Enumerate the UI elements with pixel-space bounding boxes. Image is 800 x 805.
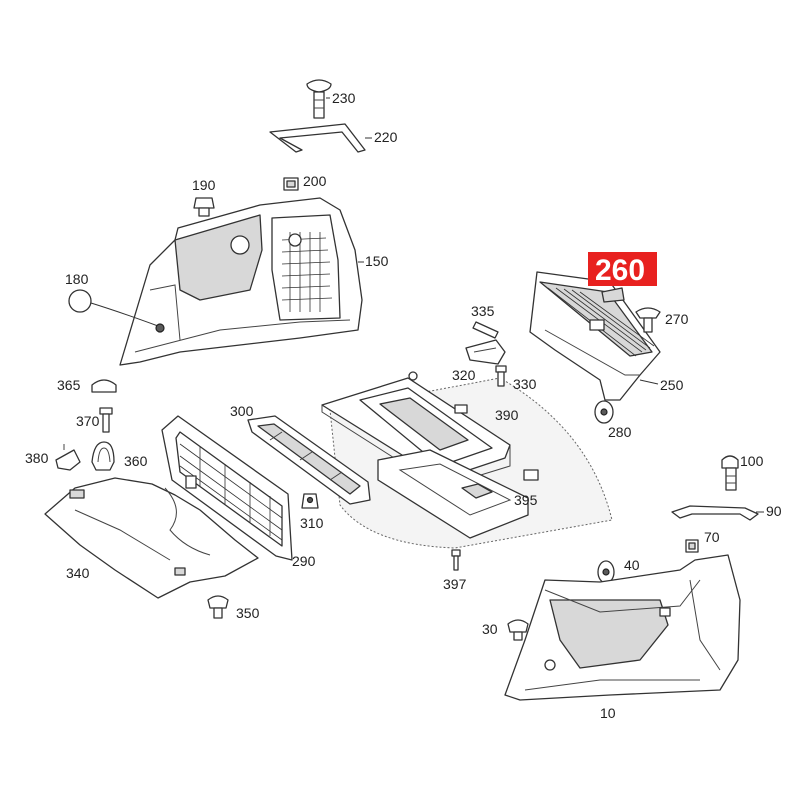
label-330: 330: [513, 376, 537, 392]
label-370: 370: [76, 413, 100, 429]
label-350: 350: [236, 605, 260, 621]
label-280: 280: [608, 424, 632, 440]
label-220: 220: [374, 129, 398, 145]
label-397: 397: [443, 576, 467, 592]
part-220-bracket[interactable]: [269, 123, 366, 153]
label-340: 340: [66, 565, 90, 581]
label-335: 335: [471, 303, 495, 319]
label-290: 290: [292, 553, 316, 569]
part-370-screw[interactable]: [99, 407, 113, 433]
part-350-clip[interactable]: [207, 595, 229, 619]
part-70-clip[interactable]: [685, 539, 699, 553]
part-230-bolt[interactable]: [306, 79, 332, 119]
part-397-pin[interactable]: [451, 549, 461, 571]
label-10: 10: [600, 705, 616, 721]
part-190-clip[interactable]: [193, 197, 215, 217]
label-190: 190: [192, 177, 216, 193]
part-200-clip[interactable]: [283, 177, 299, 191]
part-335-pin[interactable]: [472, 321, 499, 339]
label-150: 150: [365, 253, 389, 269]
part-365-cap[interactable]: [91, 379, 117, 393]
label-40: 40: [624, 557, 640, 573]
label-395: 395: [514, 492, 538, 508]
part-260-clip[interactable]: [601, 287, 625, 303]
label-310: 310: [300, 515, 324, 531]
part-320-hinge[interactable]: [465, 339, 506, 365]
part-250-rear-panel[interactable]: [529, 271, 661, 401]
part-280-grommet[interactable]: [594, 400, 614, 424]
label-200: 200: [303, 173, 327, 189]
label-300: 300: [230, 403, 254, 419]
label-270: 270: [665, 311, 689, 327]
label-180: 180: [65, 271, 89, 287]
part-150-left-side-trim[interactable]: [119, 197, 363, 366]
label-100: 100: [740, 453, 764, 469]
label-70: 70: [704, 529, 720, 545]
part-360-hook[interactable]: [91, 441, 115, 471]
label-250: 250: [660, 377, 684, 393]
label-380: 380: [25, 450, 49, 466]
part-330-screw[interactable]: [495, 365, 507, 387]
part-30-clip[interactable]: [507, 619, 529, 641]
highlight-label-260[interactable]: 260: [595, 254, 645, 287]
label-320: 320: [452, 367, 476, 383]
part-310-clip[interactable]: [301, 493, 319, 509]
part-290-frame[interactable]: [161, 415, 293, 561]
label-360: 360: [124, 453, 148, 469]
label-390: 390: [495, 407, 519, 423]
part-300-rail[interactable]: [247, 415, 371, 505]
label-230: 230: [332, 90, 356, 106]
part-40-grommet[interactable]: [597, 560, 615, 584]
part-270-clip[interactable]: [635, 307, 661, 333]
part-90-strap[interactable]: [671, 505, 759, 521]
part-180-cover[interactable]: [68, 289, 165, 333]
part-10-right-side-trim[interactable]: [504, 554, 741, 701]
label-30: 30: [482, 621, 498, 637]
highlight-box: [588, 252, 657, 286]
label-365: 365: [57, 377, 81, 393]
label-90: 90: [766, 503, 782, 519]
part-340-floor-cover[interactable]: [44, 477, 259, 599]
part-380-latch[interactable]: [55, 444, 81, 471]
part-390-floor-box[interactable]: [321, 371, 511, 487]
part-395-floor-panel[interactable]: [377, 449, 539, 539]
part-100-bolt[interactable]: [721, 455, 739, 491]
